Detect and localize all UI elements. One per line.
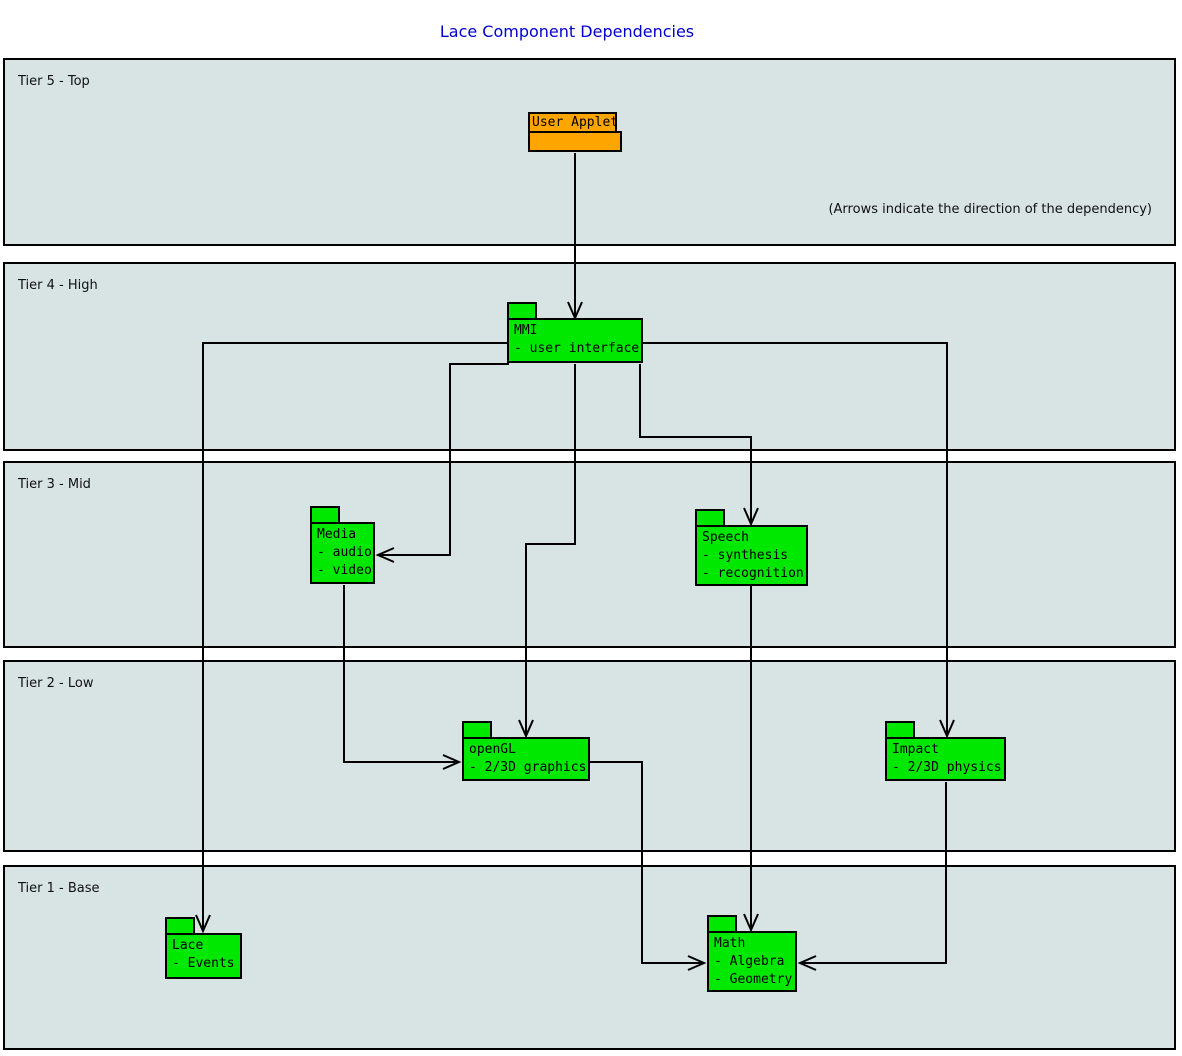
component-media: Media - audio - video xyxy=(310,506,375,584)
component-mmi-detail: - user interface xyxy=(514,341,640,356)
component-speech: Speech - synthesis - recognition xyxy=(695,509,808,586)
arrow-direction-note: (Arrows indicate the direction of the de… xyxy=(828,202,1152,217)
component-speech-detail-1: - synthesis xyxy=(702,548,789,563)
component-math-detail-2: - Geometry xyxy=(714,972,793,987)
component-opengl-name: openGL xyxy=(469,742,516,757)
component-impact-name: Impact xyxy=(892,742,939,757)
diagram-title: Lace Component Dependencies xyxy=(439,22,695,41)
component-lace-detail: - Events xyxy=(172,956,235,971)
component-user-applet: User Applet xyxy=(528,112,622,152)
component-impact: Impact - 2/3D physics xyxy=(885,721,1006,781)
component-lace: Lace - Events xyxy=(165,917,242,979)
tier-2-label: Tier 2 - Low xyxy=(18,676,94,691)
tier-1-label: Tier 1 - Base xyxy=(18,881,100,896)
component-math-detail-1: - Algebra xyxy=(714,954,785,969)
component-lace-name: Lace xyxy=(172,938,204,953)
component-speech-name: Speech xyxy=(702,530,749,545)
tier-4-label: Tier 4 - High xyxy=(18,278,98,293)
component-opengl-detail: - 2/3D graphics xyxy=(469,760,587,775)
tier-3-box: Tier 3 - Mid xyxy=(3,461,1176,648)
component-user-applet-name: User Applet xyxy=(528,112,617,133)
component-speech-detail-2: - recognition xyxy=(702,566,804,581)
component-user-applet-body xyxy=(528,131,622,152)
component-math: Math - Algebra - Geometry xyxy=(707,915,797,992)
component-media-detail-2: - video xyxy=(317,563,372,578)
component-opengl: openGL - 2/3D graphics xyxy=(462,721,590,781)
tier-3-label: Tier 3 - Mid xyxy=(18,477,91,492)
component-media-detail-1: - audio xyxy=(317,545,372,560)
component-mmi-name: MMI xyxy=(514,323,538,338)
component-mmi: MMI - user interface xyxy=(507,302,643,363)
component-media-name: Media xyxy=(317,527,357,542)
component-math-name: Math xyxy=(714,936,746,951)
tier-5-box: Tier 5 - Top xyxy=(3,58,1176,246)
component-impact-detail: - 2/3D physics xyxy=(892,760,1002,775)
tier-5-label: Tier 5 - Top xyxy=(18,74,90,89)
